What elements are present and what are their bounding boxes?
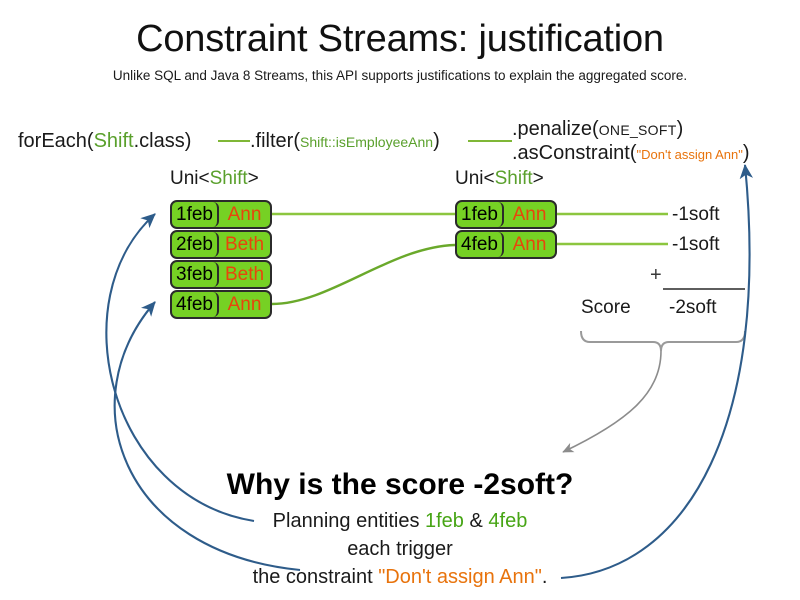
uni-type: Shift [494, 168, 533, 189]
explanation-line-1: Planning entities 1feb & 4feb [0, 510, 800, 533]
page-title: Constraint Streams: justification [136, 18, 664, 60]
stream-line-4feb [271, 243, 456, 306]
code-filter: .filter(Shift::isEmployeeAnn) [250, 130, 440, 154]
code-filter-method: .filter( [250, 130, 300, 152]
code-penalize-method: .penalize( [512, 118, 599, 140]
code-foreach-method: forEach( [18, 130, 94, 152]
expl-prefix: Planning entities [272, 510, 425, 532]
tuple-employee: Beth [224, 234, 265, 255]
column-header-right: Uni<Shift> [455, 168, 544, 190]
tuple-employee: Beth [224, 264, 265, 285]
pipeline-connector-2 [468, 140, 512, 142]
tuple-row[interactable]: 4feb Ann [455, 230, 557, 259]
uni-suffix: > [247, 168, 259, 189]
expl-suffix: . [541, 566, 548, 588]
code-filter-rest: ) [433, 130, 440, 152]
penalty-label: -1soft [672, 234, 720, 255]
code-foreach-rest: .class) [133, 130, 192, 152]
score-to-question-arrow [562, 350, 662, 453]
uni-prefix: Uni< [170, 168, 210, 189]
uni-type: Shift [209, 168, 248, 189]
explanation-line-2: each trigger [347, 538, 453, 560]
code-asconstraint-method: .asConstraint( [512, 142, 637, 164]
uni-suffix: > [532, 168, 544, 189]
code-penalize-rest: ) [676, 118, 684, 140]
expl-constraint-name: "Don't assign Ann" [378, 566, 542, 588]
column-header-left: Uni<Shift> [170, 168, 259, 190]
code-asconstraint-arg: "Don't assign Ann" [636, 147, 743, 162]
code-asconstraint-rest: ) [742, 142, 750, 164]
tuple-date: 1feb [172, 202, 219, 227]
tuple-row[interactable]: 3feb Beth [170, 260, 272, 289]
explanation-line-3: the constraint "Don't assign Ann". [0, 566, 800, 589]
code-foreach: forEach(Shift.class) [18, 130, 191, 154]
uni-prefix: Uni< [455, 168, 495, 189]
expl-amp: & [463, 510, 489, 532]
tuple-employee: Ann [512, 204, 547, 225]
expl-entity-b: 4feb [488, 510, 528, 532]
tuple-date: 2feb [172, 232, 219, 257]
score-total: -2soft [669, 297, 717, 318]
explanation-question: Why is the score -2soft? [226, 468, 574, 501]
tuple-row[interactable]: 1feb Ann [170, 200, 272, 229]
pipeline-connector-1 [218, 140, 250, 142]
expl-entity-a: 1feb [425, 510, 464, 532]
tuple-date: 1feb [457, 202, 504, 227]
code-asconstraint: .asConstraint("Don't assign Ann") [512, 142, 750, 166]
tuple-employee: Ann [512, 234, 547, 255]
tuple-employee: Ann [227, 204, 262, 225]
sum-rule-line [663, 288, 745, 290]
penalty-label: -1soft [672, 204, 720, 225]
score-label: Score [581, 297, 631, 318]
code-foreach-type: Shift [93, 130, 134, 152]
tuple-employee: Ann [227, 294, 262, 315]
tuple-row[interactable]: 1feb Ann [455, 200, 557, 229]
tuple-date: 4feb [172, 292, 219, 317]
tuple-row[interactable]: 2feb Beth [170, 230, 272, 259]
page-subtitle: Unlike SQL and Java 8 Streams, this API … [112, 68, 688, 83]
code-penalize-arg: ONE_SOFT [598, 122, 677, 138]
code-penalize: .penalize(ONE_SOFT) [512, 118, 683, 142]
expl-prefix: the constraint [252, 566, 379, 588]
score-brace [580, 330, 746, 352]
tuple-date: 4feb [457, 232, 504, 257]
code-filter-arg: Shift::isEmployeeAnn [300, 134, 434, 150]
tuple-date: 3feb [172, 262, 219, 287]
tuple-row[interactable]: 4feb Ann [170, 290, 272, 319]
sum-operator: + [650, 264, 662, 286]
